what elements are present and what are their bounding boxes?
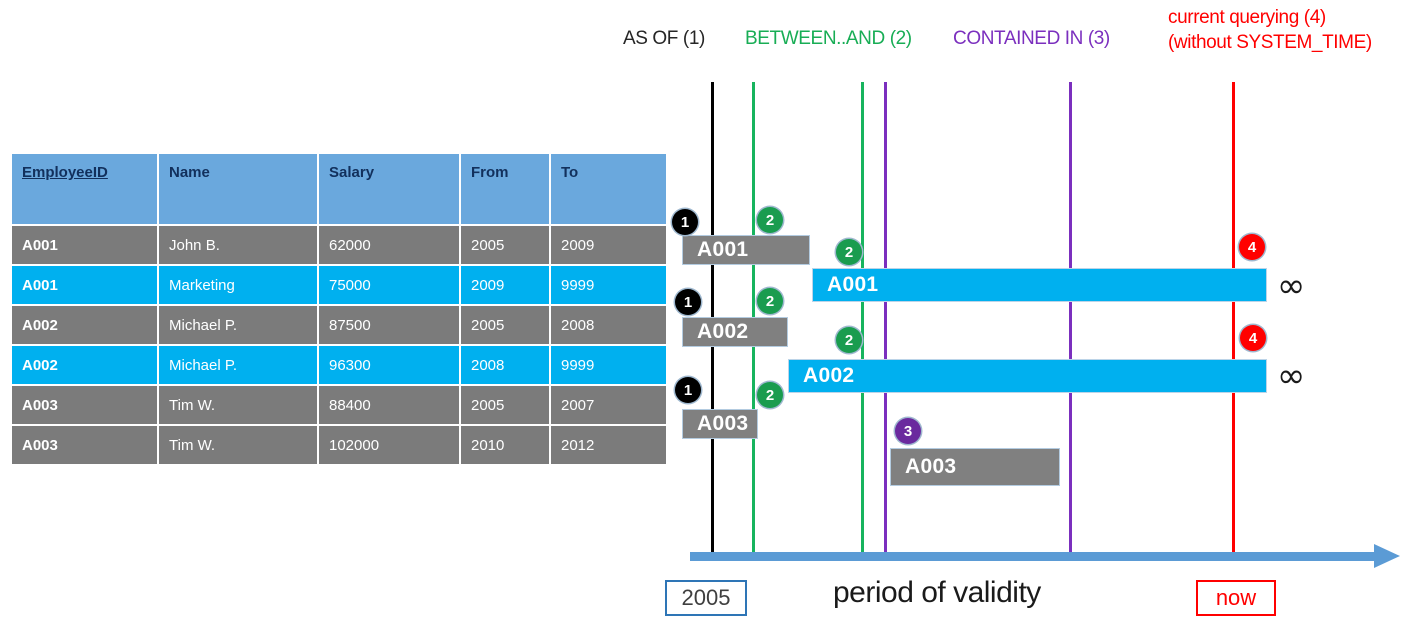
cell-salary: 96300	[319, 346, 459, 384]
marker-m-a002-1: 1	[675, 289, 701, 315]
cell-name: Tim W.	[159, 426, 317, 464]
cell-to: 2009	[551, 226, 666, 264]
legend-current-line1: current querying (4)	[1168, 7, 1326, 28]
cell-salary: 62000	[319, 226, 459, 264]
cell-name: John B.	[159, 226, 317, 264]
legend-contained-in: CONTAINED IN (3)	[953, 28, 1110, 49]
cell-employee_id: A003	[12, 386, 157, 424]
between-end	[861, 82, 864, 560]
marker-m-a002-2b: 2	[836, 327, 862, 353]
table-header-row: EmployeeID Name Salary From To	[12, 154, 666, 224]
marker-m-a002-2: 2	[757, 288, 783, 314]
cell-employee_id: A002	[12, 346, 157, 384]
bar-a003-old: A003	[682, 409, 758, 439]
infinity-symbol-inf-a002: ∞	[1277, 356, 1306, 396]
marker-m-a001-2: 2	[757, 207, 783, 233]
now-line	[1232, 82, 1235, 560]
timeline-axis	[690, 552, 1378, 561]
cell-employee_id: A002	[12, 306, 157, 344]
cell-from: 2005	[461, 226, 549, 264]
cell-employee_id: A001	[12, 266, 157, 304]
column-header-from: From	[461, 154, 549, 224]
cell-salary: 102000	[319, 426, 459, 464]
cell-to: 2012	[551, 426, 666, 464]
cell-name: Michael P.	[159, 346, 317, 384]
axis-start-label-box: 2005	[665, 580, 747, 616]
cell-to: 2008	[551, 306, 666, 344]
bar-a003-new: A003	[890, 448, 1060, 486]
marker-m-a003-2: 2	[757, 382, 783, 408]
legend-as-of: AS OF (1)	[623, 28, 705, 49]
marker-m-a002-4: 4	[1240, 325, 1266, 351]
cell-employee_id: A001	[12, 226, 157, 264]
bar-a002-cur: A002	[788, 359, 1267, 393]
marker-m-a001-1: 1	[672, 209, 698, 235]
cell-name: Michael P.	[159, 306, 317, 344]
cell-name: Tim W.	[159, 386, 317, 424]
marker-m-a003-1: 1	[675, 377, 701, 403]
column-header-salary: Salary	[319, 154, 459, 224]
cell-from: 2010	[461, 426, 549, 464]
bar-a002-old: A002	[682, 317, 788, 347]
cell-name: Marketing	[159, 266, 317, 304]
cell-from: 2009	[461, 266, 549, 304]
marker-m-a001-2b: 2	[836, 239, 862, 265]
infinity-symbol-inf-a001: ∞	[1277, 266, 1306, 306]
column-header-to: To	[551, 154, 666, 224]
legend-current-line2: (without SYSTEM_TIME)	[1168, 32, 1372, 53]
cell-to: 9999	[551, 266, 666, 304]
cell-to: 9999	[551, 346, 666, 384]
axis-title: period of validity	[833, 576, 1041, 609]
legend-between-and: BETWEEN..AND (2)	[745, 28, 912, 49]
cell-from: 2008	[461, 346, 549, 384]
axis-now-label-box: now	[1196, 580, 1276, 616]
cell-from: 2005	[461, 386, 549, 424]
marker-m-a001-4: 4	[1239, 234, 1265, 260]
legend-current-querying: current querying (4) (without SYSTEM_TIM…	[1168, 5, 1372, 55]
contained-start	[884, 82, 887, 560]
bar-a001-old: A001	[682, 235, 810, 265]
cell-salary: 88400	[319, 386, 459, 424]
column-header-name: Name	[159, 154, 317, 224]
contained-end	[1069, 82, 1072, 560]
cell-salary: 87500	[319, 306, 459, 344]
timeline-arrow-head-icon	[1374, 544, 1400, 568]
cell-from: 2005	[461, 306, 549, 344]
cell-to: 2007	[551, 386, 666, 424]
cell-salary: 75000	[319, 266, 459, 304]
marker-m-a003-3: 3	[895, 418, 921, 444]
column-header-employeeid: EmployeeID	[12, 154, 157, 224]
cell-employee_id: A003	[12, 426, 157, 464]
bar-a001-cur: A001	[812, 268, 1267, 302]
